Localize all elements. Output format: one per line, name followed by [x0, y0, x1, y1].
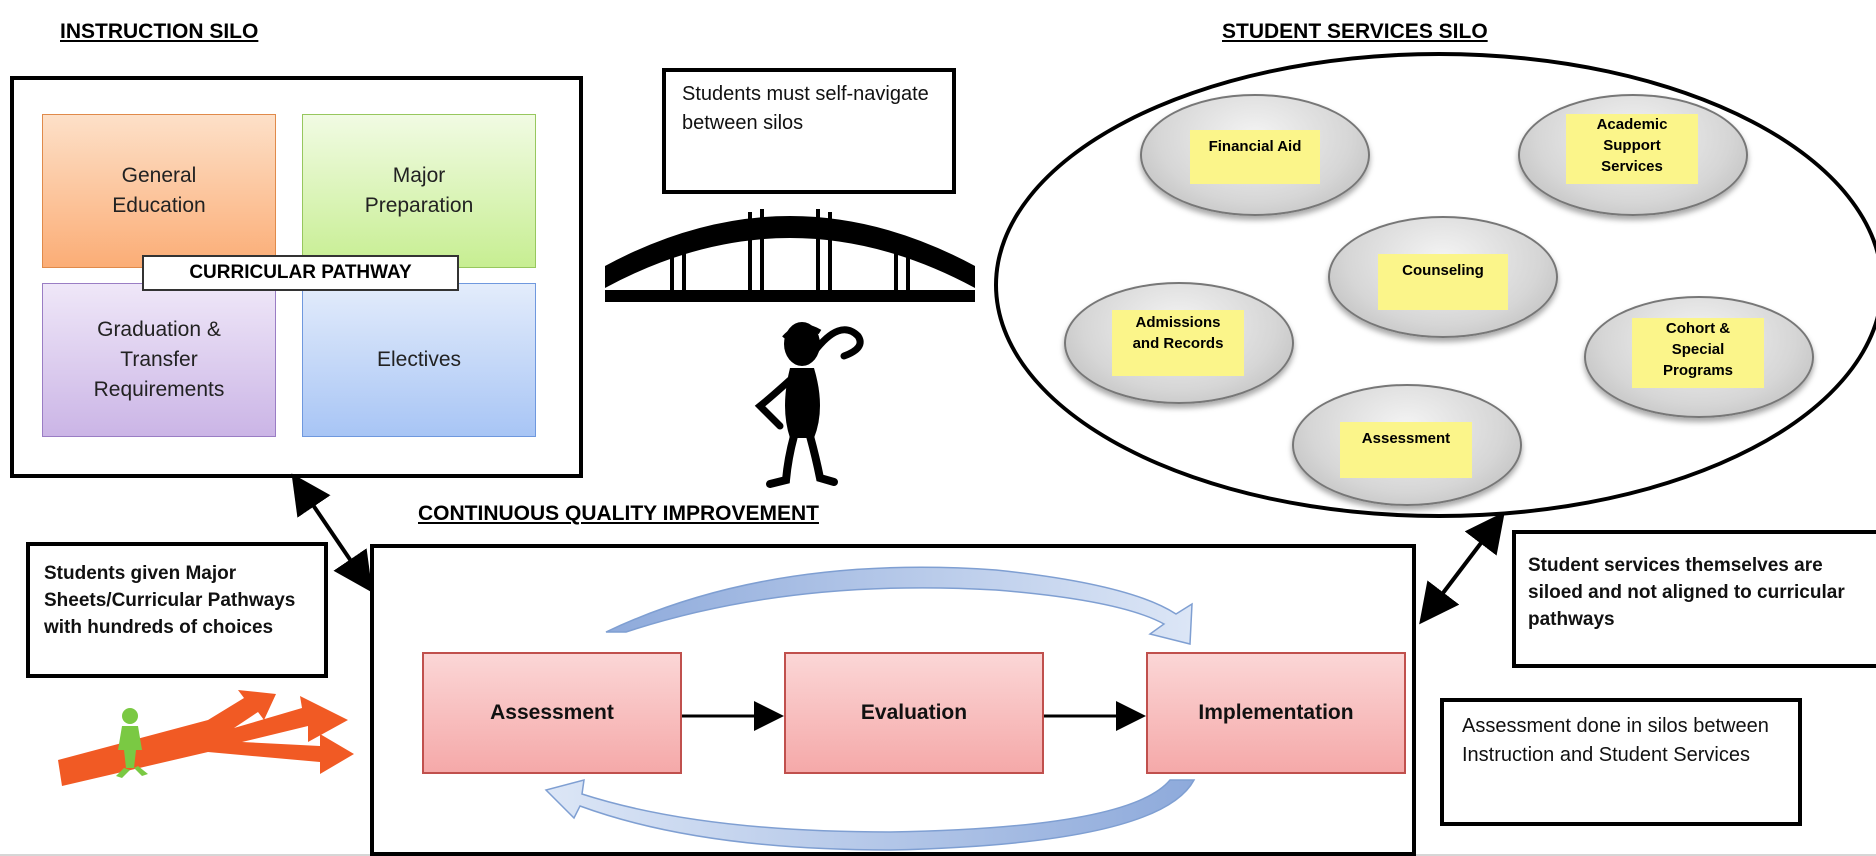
service-oval-financial-aid: Financial Aid: [1140, 94, 1370, 216]
admissions-label: Admissions and Records: [1132, 314, 1224, 352]
major-sheets-callout: Students given Major Sheets/Curricular P…: [26, 542, 328, 678]
service-oval-assessment: Assessment: [1292, 384, 1522, 506]
cohort-label: Cohort & Special Programs: [1662, 320, 1734, 379]
sticky-assessment: Assessment: [1340, 422, 1472, 478]
services-to-cqi-arrow: [1419, 511, 1505, 625]
tile-general-education: General Education: [42, 114, 276, 268]
instruction-silo-heading: INSTRUCTION SILO: [60, 20, 259, 43]
tile-general-education-label: General Education: [112, 164, 206, 217]
service-oval-academic-support: Academic Support Services: [1518, 94, 1748, 216]
counseling-label: Counseling: [1402, 262, 1484, 279]
sticky-admissions: Admissions and Records: [1112, 310, 1244, 376]
sticky-financial-aid: Financial Aid: [1190, 130, 1320, 184]
tile-electives: Electives: [302, 283, 536, 437]
curricular-pathway-label: CURRICULAR PATHWAY: [142, 255, 459, 291]
sticky-counseling: Counseling: [1378, 254, 1508, 310]
instruction-silo-box: General Education Major Preparation Grad…: [10, 76, 583, 478]
service-oval-cohort: Cohort & Special Programs: [1584, 296, 1814, 418]
cqi-heading: CONTINUOUS QUALITY IMPROVEMENT: [418, 502, 819, 525]
bridge-note-callout: Students must self-navigate between silo…: [662, 68, 956, 194]
cycle-arrow-top: [605, 566, 1193, 645]
tile-major-preparation-label: Major Preparation: [364, 164, 474, 217]
cycle-arrow-bottom: [544, 778, 1196, 851]
tile-electives-label: Electives: [376, 348, 462, 371]
services-assessment-label: Assessment: [1361, 430, 1451, 447]
sticky-academic-support: Academic Support Services: [1566, 114, 1698, 184]
cqi-step-assessment: Assessment: [422, 652, 682, 774]
cqi-cycle-arrows: [544, 566, 1196, 851]
sticky-cohort: Cohort & Special Programs: [1632, 318, 1764, 388]
service-oval-counseling: Counseling: [1328, 216, 1558, 338]
bridge-icon: [605, 209, 975, 302]
academic-support-label: Academic Support Services: [1596, 116, 1668, 175]
instruction-to-cqi-arrow: [291, 473, 373, 593]
assessment-silos-callout: Assessment done in silos between Instruc…: [1440, 698, 1802, 826]
student-services-silo-heading: STUDENT SERVICES SILO: [1222, 20, 1488, 43]
cqi-step-evaluation: Evaluation: [784, 652, 1044, 774]
cqi-step-implementation: Implementation: [1146, 652, 1406, 774]
financial-aid-label: Financial Aid: [1208, 138, 1302, 155]
branching-arrow-icon: [58, 690, 354, 786]
services-not-aligned-callout: Student services themselves are siloed a…: [1512, 530, 1876, 668]
service-oval-admissions: Admissions and Records: [1064, 282, 1294, 404]
tile-graduation-transfer-label: Graduation & Transfer Requirements: [93, 318, 225, 401]
confused-person-icon: [754, 322, 864, 488]
